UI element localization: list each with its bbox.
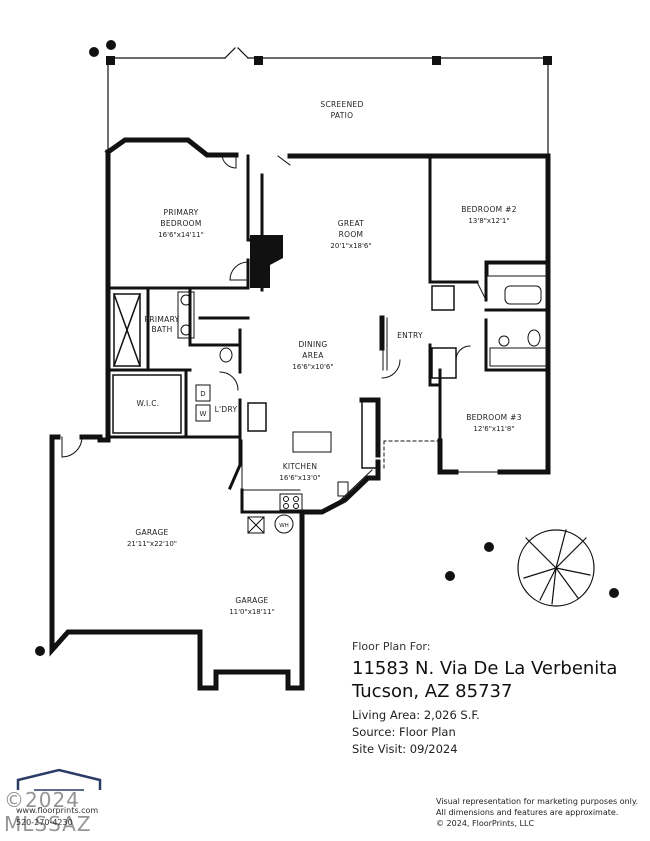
- address-line-2: Tucson, AZ 85737: [352, 681, 513, 702]
- dining-dims: 16'6"x10'6": [292, 363, 333, 371]
- garage-second-dims: 11'0"x18'11": [229, 608, 275, 616]
- property-info: Floor Plan For: 11583 N. Via De La Verbe…: [352, 640, 617, 758]
- disclaimer-line-3: © 2024, FloorPrints, LLC: [436, 819, 535, 828]
- washer-label: W: [200, 410, 207, 418]
- dining-label-2: AREA: [302, 351, 324, 360]
- screened-patio-outline: [107, 47, 549, 159]
- primary-bath-label-2: BATH: [151, 325, 172, 334]
- closet-walls: [112, 285, 457, 469]
- brand-url[interactable]: www.floorprints.com: [16, 806, 99, 815]
- entry-label: ENTRY: [397, 331, 423, 340]
- great-room-label-2: ROOM: [339, 230, 364, 239]
- bedroom3-label: BEDROOM #3: [466, 413, 522, 422]
- laundry-label: L'DRY: [215, 405, 238, 414]
- house-logo-icon: [16, 768, 102, 791]
- floor-plan-for-label: Floor Plan For:: [352, 640, 431, 653]
- garage-main-label: GARAGE: [135, 528, 168, 537]
- garage-second-label: GARAGE: [235, 596, 268, 605]
- disclaimer: Visual representation for marketing purp…: [436, 796, 638, 829]
- door-swings: [61, 154, 487, 471]
- kitchen-fixtures: [241, 431, 373, 534]
- screened-patio-label: SCREENED: [320, 100, 363, 109]
- bedroom3-dims: 12'6"x11'8": [473, 425, 514, 433]
- fireplace: [250, 235, 283, 288]
- primary-bedroom-label: PRIMARY: [164, 208, 199, 217]
- living-area: Living Area: 2,026 S.F.: [352, 708, 480, 722]
- bedroom2-dims: 13'8"x12'1": [468, 217, 509, 225]
- disclaimer-line-2: All dimensions and features are approxim…: [436, 808, 619, 817]
- kitchen-dims: 16'6"x13'0": [279, 474, 320, 482]
- windows: [71, 157, 551, 673]
- source: Source: Floor Plan: [352, 725, 456, 739]
- bath-fixtures: [177, 263, 547, 367]
- address-line-1: 11583 N. Via De La Verbenita: [352, 658, 618, 679]
- water-heater-label: WH: [279, 523, 289, 529]
- bedroom2-label: BEDROOM #2: [461, 205, 517, 214]
- great-room-label: GREAT: [338, 219, 365, 228]
- disclaimer-line-1: Visual representation for marketing purp…: [436, 797, 639, 806]
- brand-phone: 520-270-4230: [16, 818, 73, 827]
- wic-label: W.I.C.: [137, 399, 160, 408]
- interior-walls: [106, 154, 550, 514]
- room-labels: SCREENED PATIO PRIMARY BEDROOM 16'6"x14'…: [127, 100, 522, 616]
- watermark: ©2024 MLSSAZ: [4, 788, 92, 836]
- screened-patio-label-2: PATIO: [331, 111, 354, 120]
- primary-bedroom-dims: 16'6"x14'11": [158, 231, 204, 239]
- garage-main-dims: 21'11"x22'10": [127, 540, 177, 548]
- dryer-label: D: [200, 390, 205, 398]
- laundry-fixtures: [195, 384, 211, 422]
- landscape-tree: [517, 529, 595, 607]
- dining-label: DINING: [298, 340, 327, 349]
- landscape-shrubs: [35, 40, 619, 656]
- kitchen-label: KITCHEN: [283, 462, 318, 471]
- primary-bath-label: PRIMARY: [145, 315, 180, 324]
- primary-bedroom-label-2: BEDROOM: [160, 219, 201, 228]
- great-room-dims: 20'1"x18'6": [330, 242, 371, 250]
- exterior-walls: [49, 137, 551, 691]
- site-visit: Site Visit: 09/2024: [352, 742, 458, 756]
- patio-posts: [106, 56, 552, 65]
